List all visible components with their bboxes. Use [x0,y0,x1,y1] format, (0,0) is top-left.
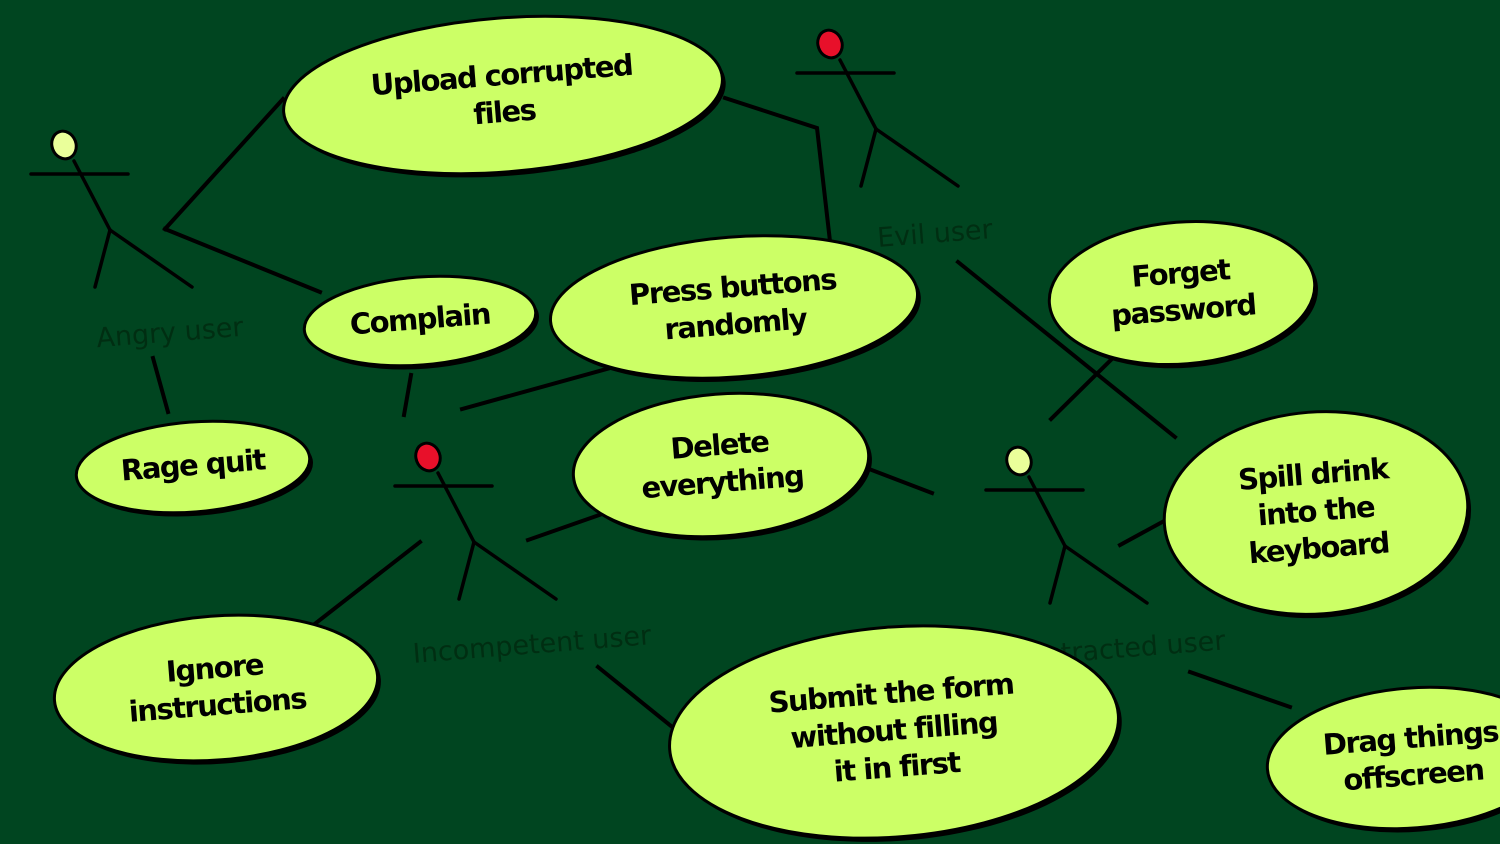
association-angry-ragequit [150,355,171,415]
use-case-label-line: files [472,93,537,132]
association-angry-complain [162,226,323,295]
actor-right-leg [108,228,194,289]
actor-head-icon [1005,445,1033,477]
association-incompetent-complain [401,372,414,418]
actor-body [1027,475,1067,548]
actor-label: Angry user [95,312,245,355]
association-distracted-drag [1187,669,1293,710]
use-case-bubble [571,391,871,539]
use-case-label-line: Ignore [165,647,265,689]
actor-label: Evil user [876,214,994,254]
association-evil-upload [722,95,834,253]
use-case-bubble [548,234,920,380]
actor-body [838,58,878,131]
association-incompetent-ignore [295,539,423,640]
association-angry-upload [162,96,286,232]
actor-evil[interactable]: Evil user [795,27,995,254]
use-case-label-line: Delete [669,424,770,466]
use-case-bubble [74,419,312,515]
actor-left-leg [457,540,476,601]
association-distracted-forget [1048,347,1124,422]
actor-label: Incompetent user [412,620,653,670]
association-distracted-delete [866,466,935,496]
actor-right-leg [874,127,960,188]
actor-head-icon [414,441,442,473]
actor-right-leg [1063,544,1149,605]
actor-head-icon [50,129,78,161]
actor-body [436,471,476,544]
use-case-bubble [668,624,1120,840]
association-incompetent-press [459,359,635,412]
actor-left-leg [1048,544,1067,605]
use-case-label-line: Forget [1130,252,1232,294]
use-case-bubble [1265,685,1500,831]
actor-angry[interactable]: Angry user [29,128,245,355]
actor-right-leg [472,540,558,601]
actor-head-icon [816,28,844,60]
actor-left-leg [93,228,112,289]
actor-left-leg [859,127,878,188]
association-incompetent-delete [525,511,605,543]
association-evil-spill [955,259,1178,440]
use-case-bubble [282,14,724,176]
use-case-bubble [52,613,380,763]
use-case-bubble [1047,219,1317,367]
use-case-bubble [302,274,538,368]
use-case-complain[interactable]: Complain [301,268,542,378]
use-case-bubble [1162,410,1470,616]
use-case-ragequit[interactable]: Rage quit [73,413,317,525]
actor-body [72,159,112,232]
association-incompetent-submit [595,664,679,733]
